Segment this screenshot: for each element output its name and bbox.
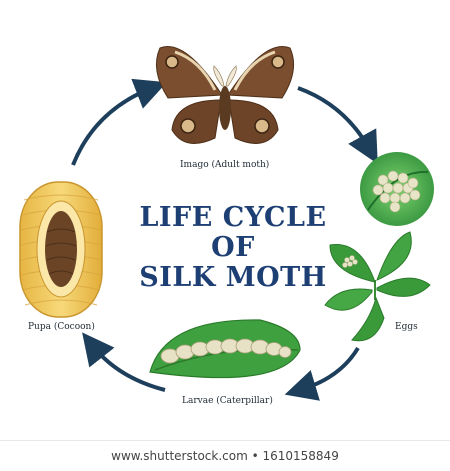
cocoon-icon: [19, 181, 103, 318]
moth-icon: [155, 46, 295, 144]
eggs-icon: [360, 152, 434, 226]
arrow-pupa-to-adult: [71, 78, 167, 166]
label-pupa: Pupa (Cocoon): [28, 322, 95, 332]
watermark-text: www.shutterstock.com • 1610158849: [111, 449, 339, 463]
caterpillar-icon: [149, 319, 301, 379]
arrow-adult-to-eggs: [297, 86, 378, 164]
label-adult: Imago (Adult moth): [180, 160, 270, 170]
diagram-graphics: [19, 46, 434, 401]
diagram-title: LIFE CYCLE OF SILK MOTH: [118, 203, 348, 293]
arrow-larvae-to-pupa: [82, 332, 166, 392]
label-larvae: Larvae (Caterpillar): [182, 396, 273, 406]
arrow-eggs-to-larvae: [284, 346, 360, 401]
title-line-2: SILK MOTH: [139, 262, 327, 293]
watermark-bar: www.shutterstock.com • 1610158849: [0, 440, 450, 471]
leaf-icon: [324, 231, 431, 342]
label-eggs: Eggs: [395, 322, 418, 332]
title-line-1: LIFE CYCLE OF: [139, 202, 327, 263]
